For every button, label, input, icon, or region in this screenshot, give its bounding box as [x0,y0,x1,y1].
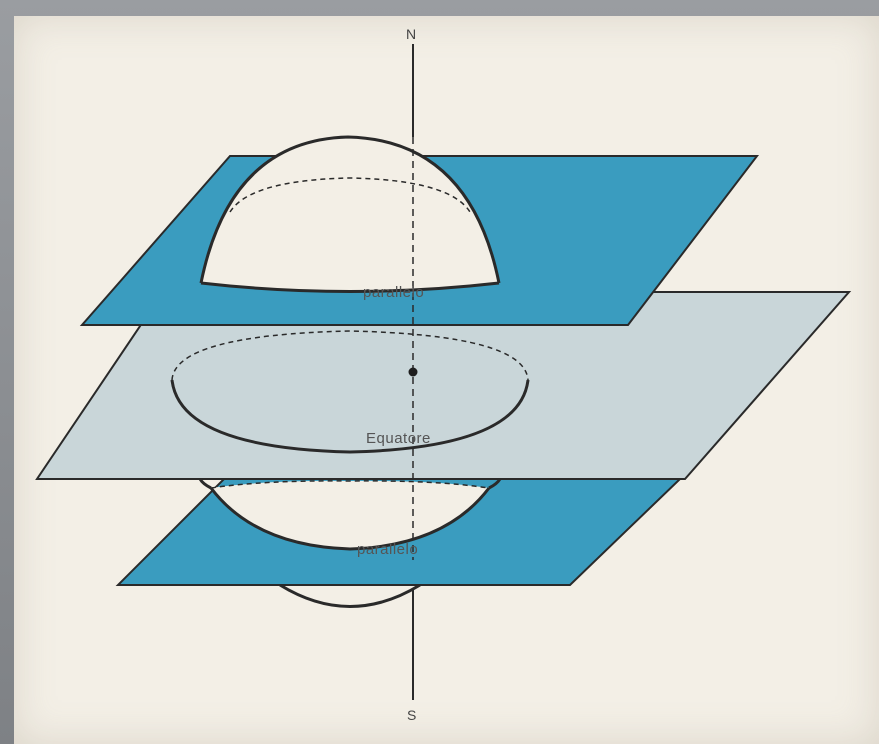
equator-label: Equatore [366,430,431,447]
lower-parallel-label: parallelo [357,541,418,558]
sphere-bottom-cap [280,585,420,607]
south-pole-label: S [407,707,417,723]
lower-parallel-plane [118,479,680,585]
sphere-lower-side-left [200,479,211,488]
upper-parallel-label: parallelo [363,284,424,301]
center-point [409,368,418,377]
north-pole-label: N [406,26,417,42]
